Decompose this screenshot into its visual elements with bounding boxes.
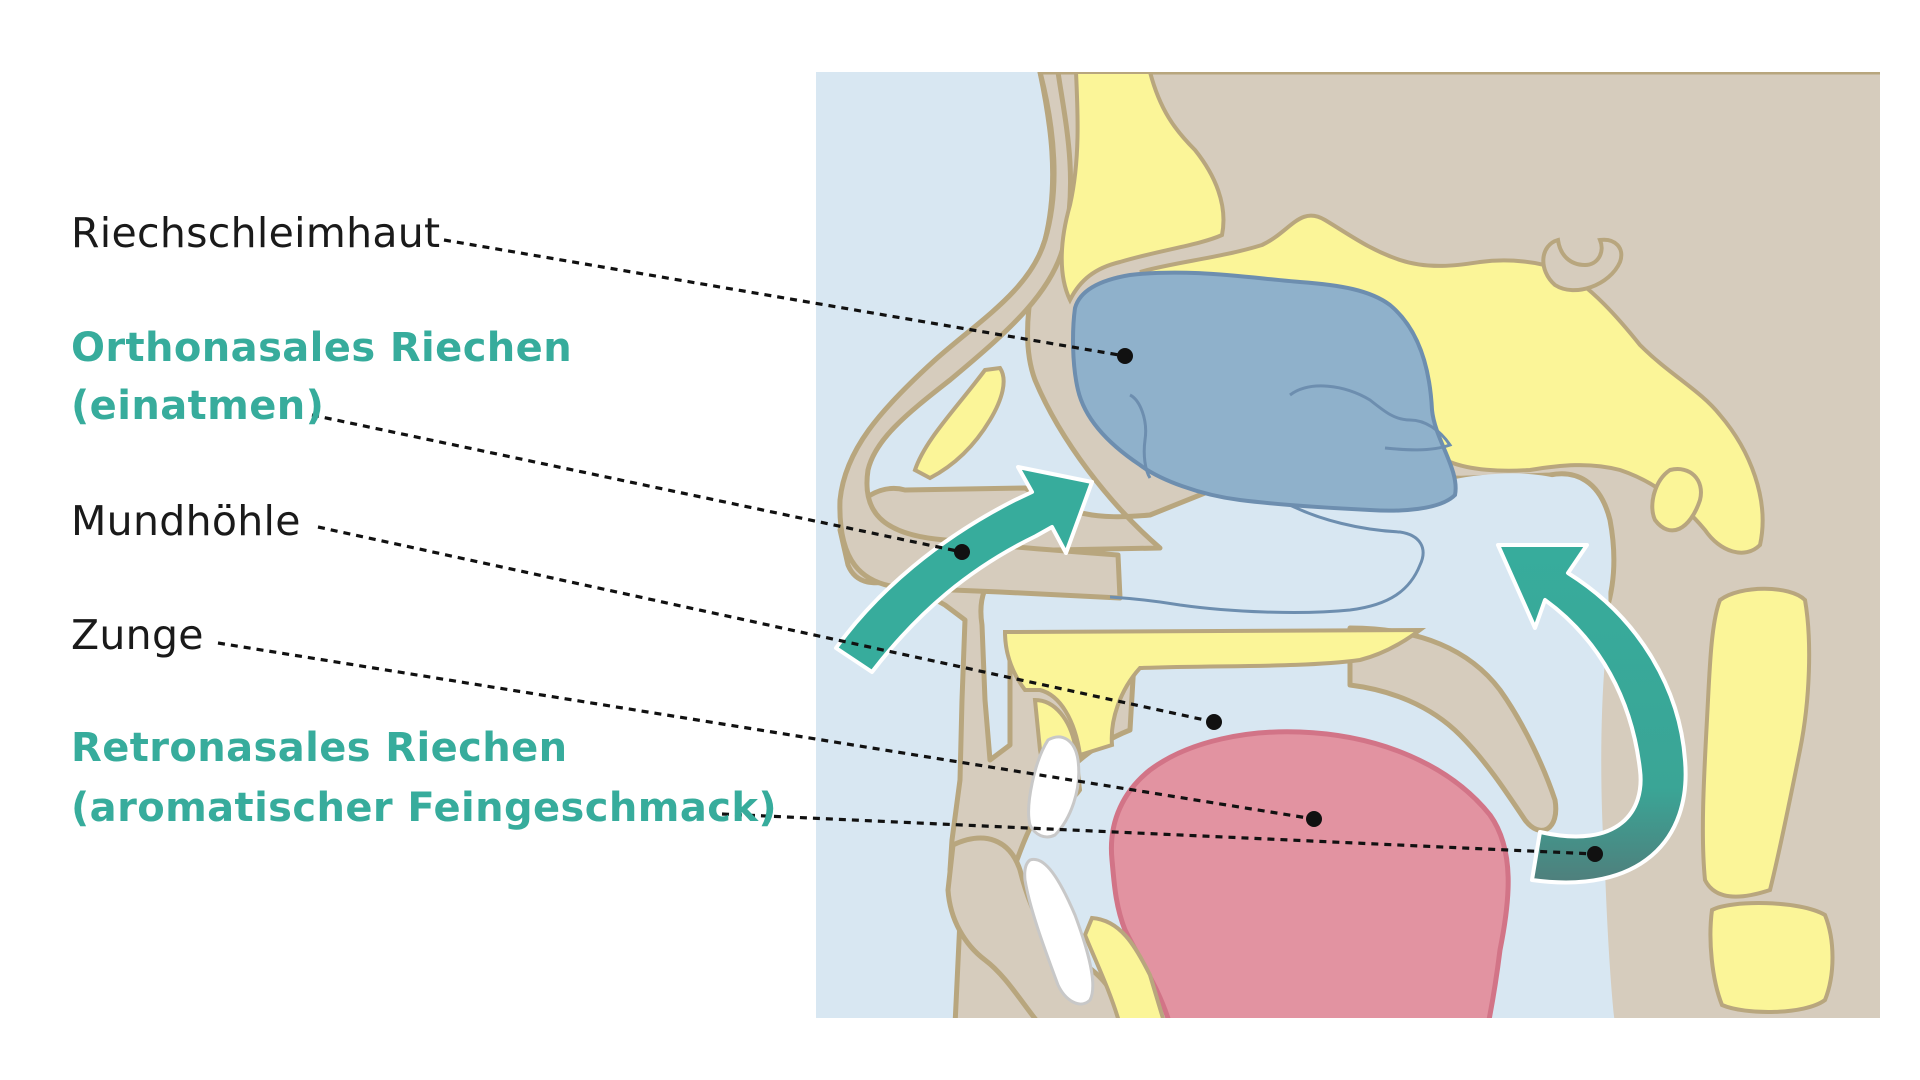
pointer-dots xyxy=(954,348,1603,862)
leader-line-retronasal xyxy=(721,812,1596,856)
turbinate-lower xyxy=(1109,503,1425,614)
label-orthonasal-line1: Orthonasales Riechen xyxy=(71,325,573,371)
lower-tooth xyxy=(1023,857,1095,1006)
pointer-dot-retronasal xyxy=(1587,846,1603,862)
turbinate-middle xyxy=(1289,384,1453,452)
sella-turcica xyxy=(1541,237,1624,293)
pointer-dot-orthonasal xyxy=(954,544,970,560)
label-retronasal-line1: Retronasales Riechen xyxy=(71,725,568,771)
pointer-dot-riechschleimhaut xyxy=(1117,348,1133,364)
nose-tissue xyxy=(837,72,1123,601)
dens-bone xyxy=(1650,467,1703,533)
nasal-bone xyxy=(1059,72,1226,305)
vertebra-lower xyxy=(1708,901,1835,1014)
label-riechschleimhaut: Riechschleimhaut xyxy=(71,209,441,257)
pointer-dot-mundhoehle xyxy=(1206,714,1222,730)
leader-line-riechschleimhaut xyxy=(443,238,1126,358)
upper-tooth xyxy=(1027,735,1081,839)
nasal-cartilage xyxy=(912,365,1006,481)
label-mundhoehle: Mundhöhle xyxy=(71,497,301,545)
pointer-dot-zunge xyxy=(1306,811,1322,827)
turbinate-upper xyxy=(1129,393,1152,479)
leader-lines xyxy=(217,238,1596,856)
tongue xyxy=(1108,729,1511,1018)
leader-line-mundhoehle xyxy=(317,525,1215,724)
leader-line-zunge xyxy=(217,641,1315,821)
leader-line-orthonasal xyxy=(311,413,963,554)
soft-palate xyxy=(1347,625,1559,833)
curved-arrow-up-left-icon xyxy=(1496,543,1688,885)
mandible-bone xyxy=(1082,915,1165,1018)
label-orthonasal-line2: (einatmen) xyxy=(71,383,325,429)
illustration-panel xyxy=(816,72,1880,1018)
vertebra-upper xyxy=(1700,586,1812,899)
label-retronasal-line2: (aromatischer Feingeschmack) xyxy=(71,785,778,831)
olfactory-mucosa xyxy=(1071,270,1458,513)
curved-arrow-up-right-icon xyxy=(834,465,1094,674)
label-zunge: Zunge xyxy=(71,611,204,659)
hard-palate-bone xyxy=(1002,627,1427,758)
